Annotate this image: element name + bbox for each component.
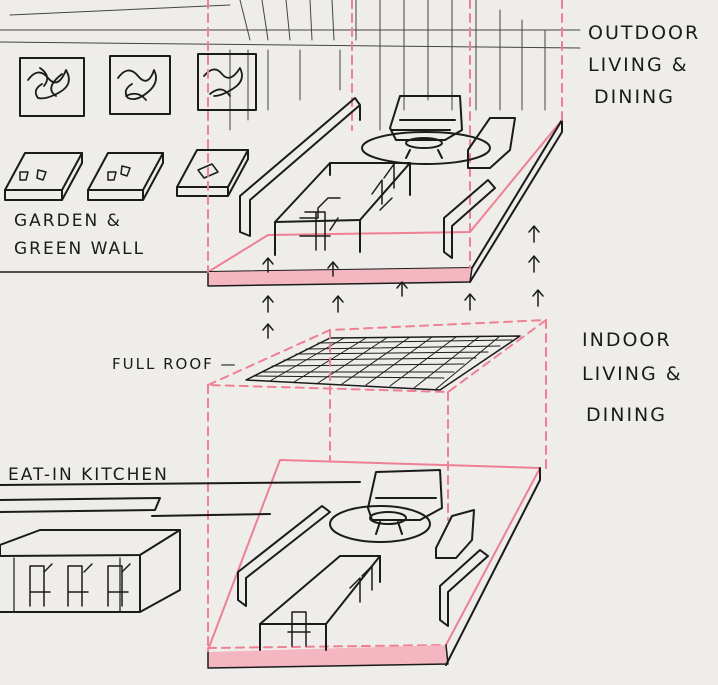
label-garden-line2: GREEN WALL [14, 239, 146, 259]
indoor-sofa [329, 469, 475, 559]
indoor-platform [207, 319, 547, 669]
garden-panels [19, 53, 257, 117]
kitchen-counter [0, 481, 361, 613]
outdoor-planter [443, 179, 496, 259]
label-indoor-line3: DINING [586, 404, 667, 426]
label-outdoor-line1: OUTDOOR [588, 22, 701, 44]
label-indoor-line1: INDOOR [582, 329, 672, 351]
label-garden-line1: GARDEN & [14, 211, 122, 231]
outdoor-sofa [361, 95, 516, 169]
label-kitchen: EAT-IN KITCHEN [8, 465, 169, 485]
outdoor-platform [207, 0, 563, 287]
outdoor-dining-table [274, 162, 411, 256]
garden-wall-hatching [0, 0, 581, 131]
garden-planters [4, 149, 249, 201]
label-full-roof: FULL ROOF — [112, 355, 238, 373]
label-outdoor-line2: LIVING & [588, 54, 689, 76]
indoor-planter [439, 549, 489, 627]
roof-grid [245, 335, 521, 391]
label-indoor-line2: LIVING & [582, 363, 683, 385]
label-outdoor-line3: DINING [594, 86, 675, 108]
outdoor-bench [239, 97, 361, 237]
indoor-dining-table [259, 555, 381, 651]
arrows-up [262, 225, 544, 339]
indoor-bench [237, 505, 331, 607]
